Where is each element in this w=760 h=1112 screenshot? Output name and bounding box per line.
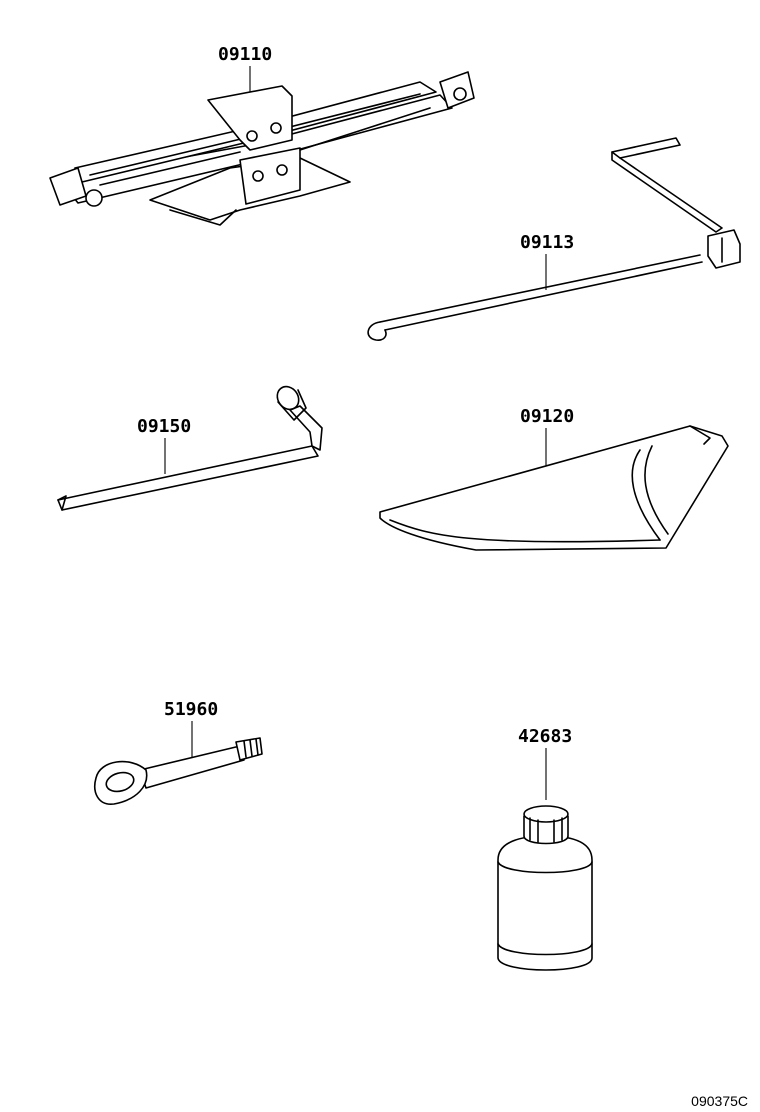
part-jack[interactable]: 09110 (49, 44, 475, 226)
part-number-towing-hook: 51960 (164, 699, 218, 720)
part-jack-handle[interactable]: 09113 (367, 137, 741, 341)
part-wheel-nut-wrench[interactable]: 09150 (57, 382, 323, 511)
part-number-tire-sealant: 42683 (518, 726, 572, 747)
part-number-jack-handle: 09113 (520, 232, 574, 253)
part-tool-bag[interactable]: 09120 (379, 406, 729, 551)
part-tire-sealant[interactable]: 42683 (497, 726, 593, 971)
part-number-wheel-nut-wrench: 09150 (137, 416, 191, 437)
diagram-id: 090375C (691, 1093, 748, 1109)
part-towing-hook[interactable]: 51960 (94, 699, 263, 805)
part-number-jack: 09110 (218, 44, 272, 65)
part-number-tool-bag: 09120 (520, 406, 574, 427)
